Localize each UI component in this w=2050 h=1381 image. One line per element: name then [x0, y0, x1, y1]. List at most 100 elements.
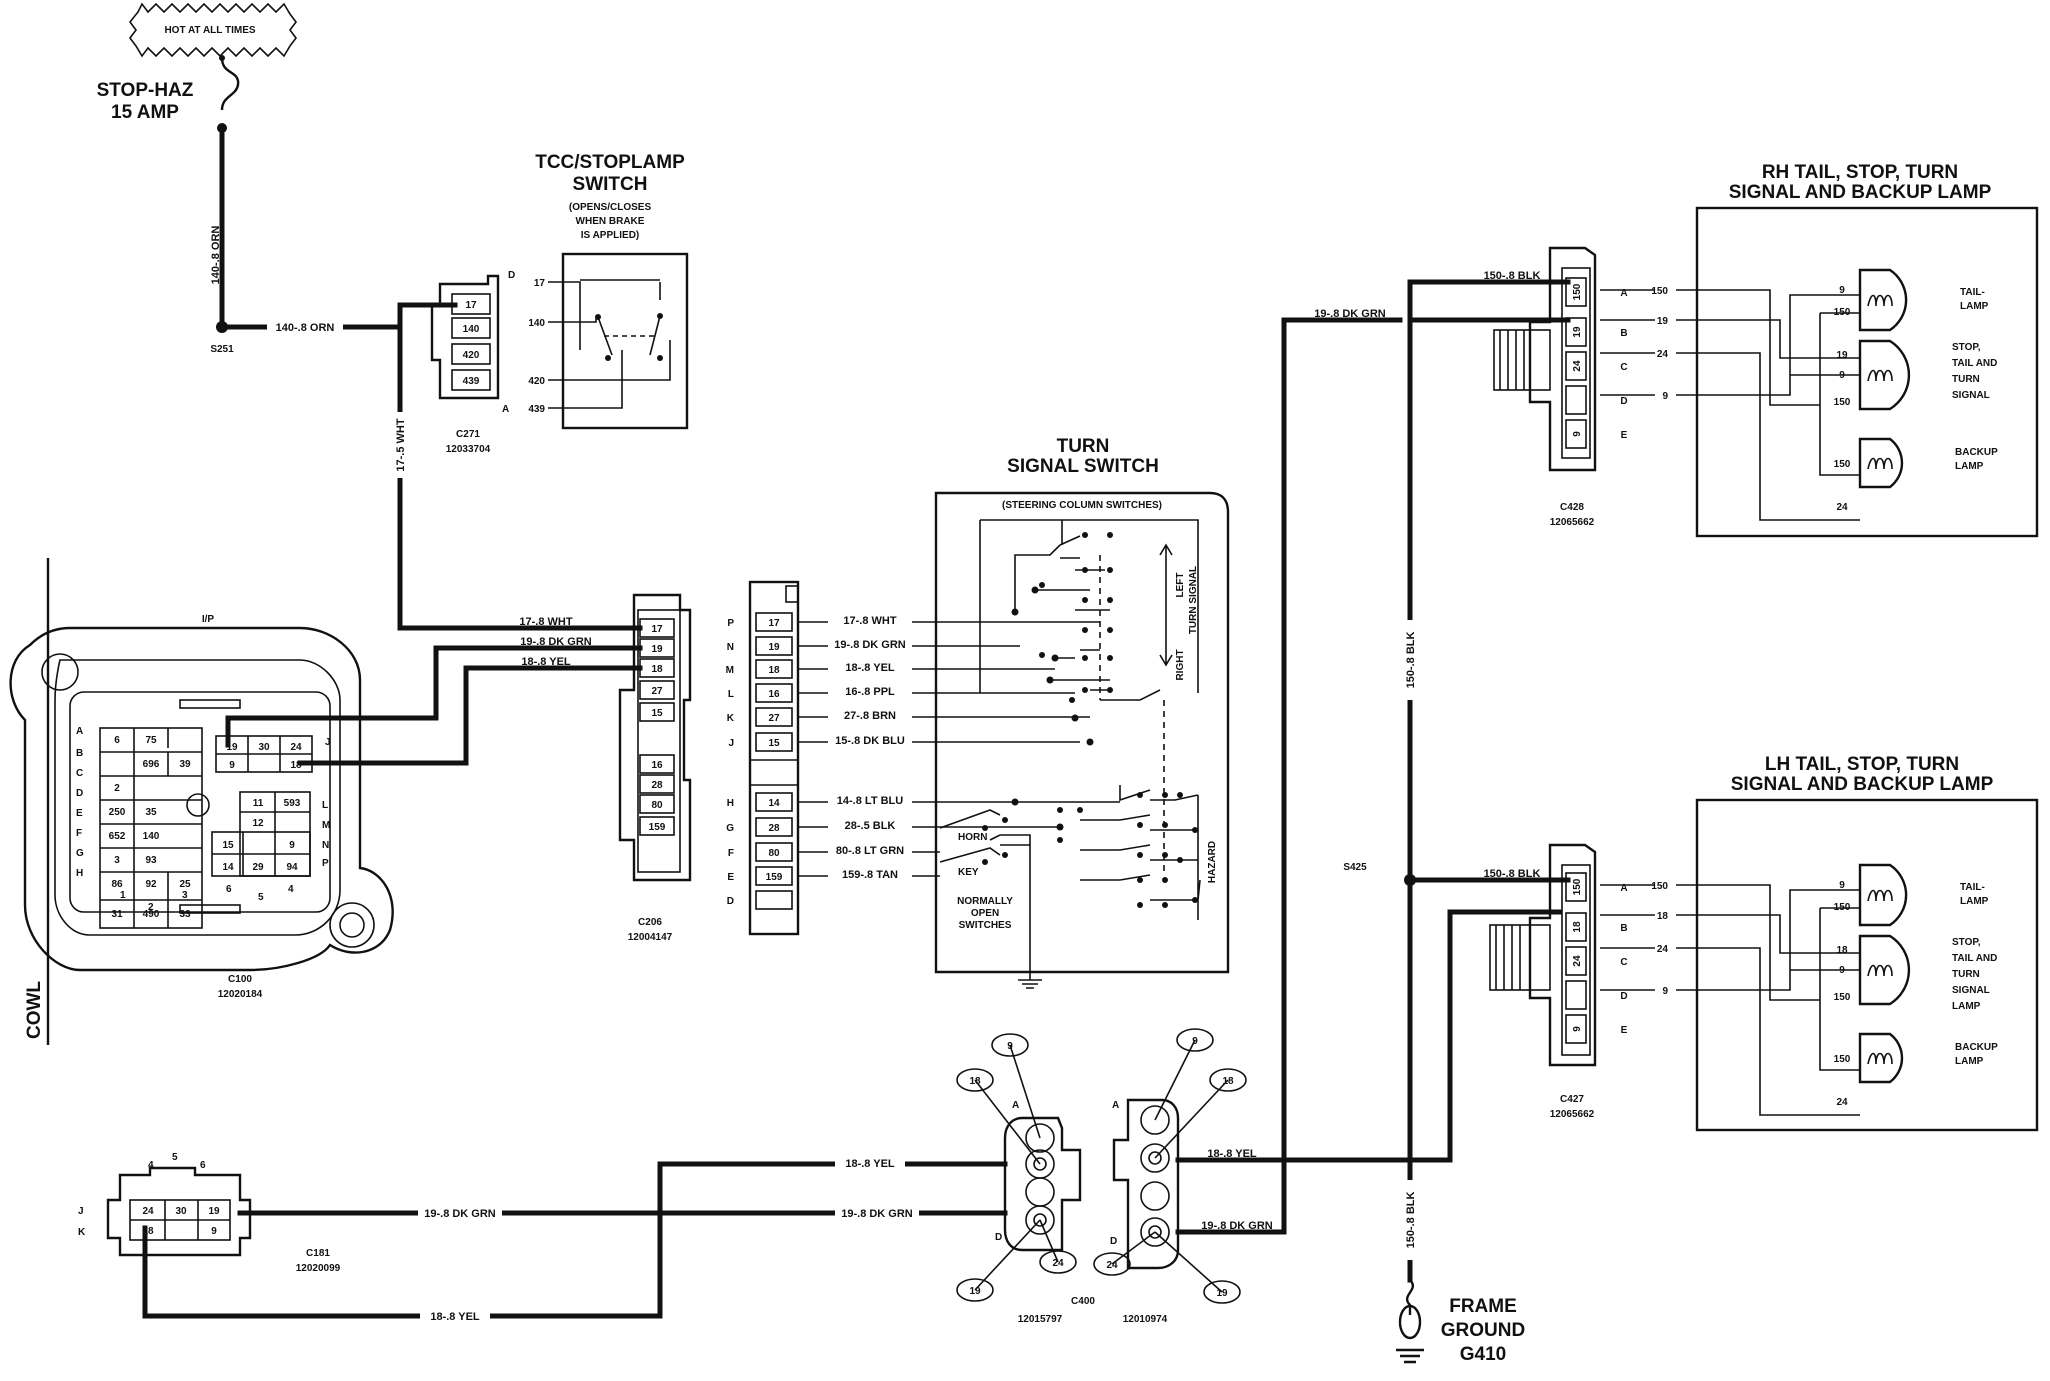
turn-signal-pin-cell: [755, 612, 793, 632]
tcc-pin-17: 17: [534, 278, 546, 289]
turn-signal-wire-label: 19-.8 DK GRN: [834, 639, 906, 651]
c400-pin-lead: [1154, 1039, 1196, 1121]
turn-signal-wire-label-bg: [828, 684, 912, 696]
lamp-pin: 150: [1834, 902, 1851, 913]
c100-cell: 29: [252, 862, 264, 873]
wire-label-19-dk-grn-c181: 19-.8 DK GRN: [424, 1208, 496, 1220]
c428-part: 12065662: [1550, 517, 1595, 528]
junction-dot: [1011, 608, 1019, 616]
connector-c206: [618, 593, 692, 882]
turn-signal-pin-label: 17: [768, 618, 780, 629]
switch-contact: [1082, 655, 1088, 661]
wire-140-to-c271: [397, 302, 458, 330]
stop-lamp-label: TAIL AND: [1952, 953, 1997, 964]
turn-signal-pin-label: 15: [768, 738, 780, 749]
turn-signal-wire-label: 80-.8 LT GRN: [836, 845, 904, 857]
c100-cell: 94: [286, 862, 298, 873]
stop-lamp-label: SIGNAL: [1952, 985, 1990, 996]
wire-18-yel-left: [142, 1161, 1008, 1319]
c206-pin-cell: [639, 638, 675, 658]
lh-lamp-box: [1695, 798, 2039, 1132]
c400-letter-d-right: D: [1110, 1236, 1117, 1247]
lamp-pin: 24: [1836, 1097, 1848, 1108]
c100-cell: 86: [111, 879, 123, 890]
lamp-pin: 9: [1839, 285, 1845, 296]
turn-signal-pin-letter: K: [727, 713, 735, 724]
splice-s251-label: S251: [210, 344, 234, 355]
c181-cell-30: 30: [175, 1206, 187, 1217]
c100-cell: 92: [145, 879, 157, 890]
connector-pin-label: 18: [1572, 921, 1583, 933]
turn-signal-wire-label: 14-.8 LT BLU: [837, 795, 903, 807]
c400-pin-label: 19: [969, 1286, 981, 1297]
turn-signal-pin-cell: [755, 842, 793, 862]
c206-pin-cell: [639, 658, 675, 678]
turn-signal-pin-letter: E: [727, 872, 734, 883]
lamp-filament: [1867, 964, 1893, 977]
turn-signal-pin-cell: [755, 707, 793, 727]
lh-lamp-title-1: LH TAIL, STOP, TURN: [1765, 754, 1959, 775]
c100-cell: 9: [229, 760, 235, 771]
connector-pin-label: 19: [1572, 326, 1583, 338]
switch-contact: [1162, 822, 1168, 828]
c100-cell: 19: [226, 742, 238, 753]
switch-contact: [1162, 852, 1168, 858]
stop-lamp-label: TAIL AND: [1952, 358, 1997, 369]
connector-pin-letter: A: [1620, 883, 1627, 894]
switch-contact: [1082, 567, 1088, 573]
connector-c427: [1489, 843, 1597, 1067]
c400-letter-a-right: A: [1112, 1100, 1119, 1111]
turn-signal-pin-cell: [755, 732, 793, 752]
c100-bottom-2: 2: [148, 902, 154, 913]
c271-letter-a: A: [502, 404, 509, 415]
c100-part: 12020184: [218, 989, 263, 1000]
c206-pin-label: 159: [649, 822, 666, 833]
c181-top-6: 6: [200, 1160, 206, 1171]
junction-dot: [1056, 823, 1064, 831]
stop-lamp-label: TURN: [1952, 969, 1980, 980]
turn-signal-wire-label-bg: [828, 793, 912, 805]
connector-c100: [9, 626, 394, 972]
connector-pin-letter: B: [1620, 923, 1627, 934]
switch-contact: [1162, 792, 1168, 798]
lamp-input-pin: 150: [1651, 286, 1668, 297]
turn-signal-pin-label: 28: [768, 823, 780, 834]
switch-contact: [1177, 792, 1183, 798]
c181-cell-9: 9: [211, 1226, 217, 1237]
c271-letter-d: D: [508, 270, 515, 281]
turn-switch-contacts: [982, 532, 1198, 908]
c206-pin-cell: [639, 680, 675, 700]
connector-pin-letter: E: [1621, 430, 1628, 441]
c428-name: C428: [1560, 502, 1584, 513]
c206-pin-cell: [639, 816, 675, 836]
tcc-switch-note-2: WHEN BRAKE: [576, 216, 645, 227]
c100-cell: 24: [290, 742, 302, 753]
c400-pin-bubble: [1209, 1068, 1247, 1092]
c400-pin-label: 18: [969, 1076, 981, 1087]
tail-lamp-label: TAIL-: [1960, 287, 1985, 298]
c100-labels: J L M N P 1 2 3 6 5 4: [120, 737, 331, 913]
turn-signal-pin-label: 14: [768, 798, 780, 809]
connector-pin-cell: [1565, 872, 1587, 902]
turn-signal-wire-label: 15-.8 DK BLU: [835, 735, 905, 747]
connector-pin-cell: [1565, 980, 1587, 1010]
c206-pin-label: 27: [651, 686, 663, 697]
c181-cell-19: 19: [208, 1206, 220, 1217]
c206-part: 12004147: [628, 932, 673, 943]
c100-row-letter: A: [76, 726, 83, 737]
c400-pin-bubble: [991, 1033, 1029, 1057]
turn-signal-pin-cell: [755, 890, 793, 910]
wire-18-yel-c100: [297, 665, 643, 766]
turn-switch-subtitle: (STEERING COLUMN SWITCHES): [1002, 500, 1162, 511]
c206-pin-label: 19: [651, 644, 663, 655]
fuse-symbol: [220, 57, 240, 111]
turn-signal-pin-letter: N: [727, 642, 734, 653]
switch-contact: [1107, 687, 1113, 693]
turn-signal-pin-label: 159: [766, 872, 783, 883]
c100-cell: 35: [145, 807, 157, 818]
c100-cell: 33: [179, 909, 191, 920]
wire-150-blk-ground: [1407, 279, 1571, 1283]
connector-pin-letter: D: [1620, 991, 1627, 1002]
tcc-pin-420: 420: [528, 376, 545, 387]
lamp-pin: 150: [1834, 992, 1851, 1003]
